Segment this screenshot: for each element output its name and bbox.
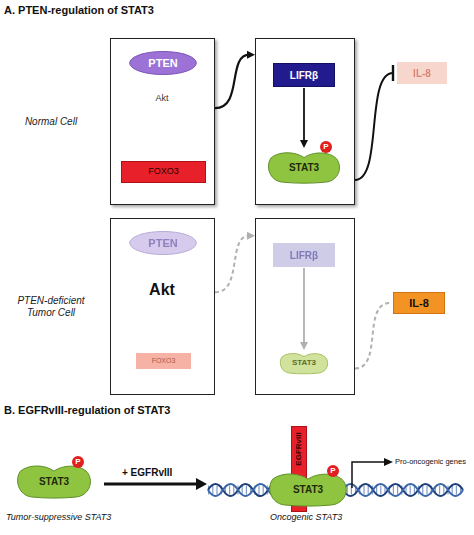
node-label: STAT3 bbox=[39, 476, 69, 487]
node-label: EGFRvIII bbox=[295, 432, 303, 465]
node-label: STAT3 bbox=[293, 484, 323, 495]
bean-shape bbox=[280, 354, 327, 374]
node-label: LIFRβ bbox=[290, 250, 318, 261]
activation-curve bbox=[215, 51, 255, 108]
phospho-mark: P bbox=[320, 141, 332, 153]
state-caption: Tumor-suppressive STAT3 bbox=[6, 512, 111, 523]
node-label: STAT3 bbox=[289, 162, 319, 173]
inhibition-bar bbox=[392, 65, 394, 81]
arrow-label: + EGFRvIII bbox=[122, 467, 172, 479]
bean-shape bbox=[270, 474, 346, 506]
cell-box: PTEN-deficient Tumor CellPTENFOXO3 bbox=[110, 218, 215, 395]
section-heading: B. EGFRvIII-regulation of STAT3 bbox=[4, 404, 170, 417]
node-label: PTEN bbox=[148, 57, 177, 69]
cytokine-box: IL-8 bbox=[397, 62, 447, 84]
arrow-head bbox=[196, 478, 207, 490]
arrow-head bbox=[384, 458, 393, 466]
receptor-box: LIFRβ bbox=[273, 63, 335, 87]
stat3-protein: STAT3 bbox=[266, 470, 350, 508]
ellipse-shape bbox=[130, 231, 197, 254]
protein-ellipse: PTEN bbox=[129, 231, 197, 255]
stat3-protein: STAT3 bbox=[265, 149, 343, 185]
cell-label: Normal Cell bbox=[9, 115, 93, 128]
protein-name: Akt bbox=[142, 93, 182, 104]
activation-curve bbox=[215, 232, 255, 293]
inhibition-curve bbox=[355, 65, 393, 180]
node-label: PTEN bbox=[148, 237, 177, 249]
node-label: IL-8 bbox=[409, 297, 429, 309]
protein-box: FOXO3 bbox=[121, 161, 206, 183]
receptor-box: LIFRβ bbox=[273, 243, 335, 267]
phospho-mark: P bbox=[72, 456, 84, 468]
stat3-protein: STAT3 bbox=[278, 351, 330, 375]
node-label: FOXO3 bbox=[148, 167, 179, 177]
section-heading: A. PTEN-regulation of STAT3 bbox=[4, 4, 154, 17]
connector-line bbox=[215, 236, 249, 293]
stat3-protein: STAT3 bbox=[14, 462, 94, 500]
connector-line bbox=[355, 303, 390, 368]
arrow-head bbox=[247, 51, 255, 59]
phospho-mark: P bbox=[327, 465, 339, 477]
connector-line bbox=[215, 55, 249, 108]
protein-name: Akt bbox=[137, 280, 187, 299]
cytokine-box: IL-8 bbox=[393, 292, 445, 314]
cell-label: PTEN-deficient Tumor Cell bbox=[9, 294, 93, 319]
node-label: STAT3 bbox=[292, 359, 316, 368]
lost-inhibition-curve bbox=[355, 303, 390, 368]
ellipse-shape bbox=[130, 51, 197, 74]
conversion-arrow bbox=[104, 483, 197, 486]
protein-box: FOXO3 bbox=[136, 353, 191, 369]
state-caption: Oncogenic STAT3 bbox=[270, 512, 342, 523]
bean-shape bbox=[18, 466, 91, 498]
cell-box: LIFRβSTAT3 bbox=[255, 38, 355, 205]
node-label: FOXO3 bbox=[152, 357, 176, 365]
transcription-arrow bbox=[352, 462, 385, 488]
bean-shape bbox=[268, 153, 339, 183]
connector-line bbox=[355, 73, 393, 180]
gene-label: Pro-oncogenic genes bbox=[395, 457, 466, 466]
cell-box: Normal CellPTENFOXO3 bbox=[110, 38, 215, 205]
node-label: IL-8 bbox=[413, 68, 431, 79]
protein-ellipse: PTEN bbox=[129, 51, 197, 75]
node-label: LIFRβ bbox=[290, 70, 318, 81]
cell-box: LIFRβSTAT3 bbox=[255, 218, 355, 395]
arrow-head bbox=[247, 232, 255, 240]
